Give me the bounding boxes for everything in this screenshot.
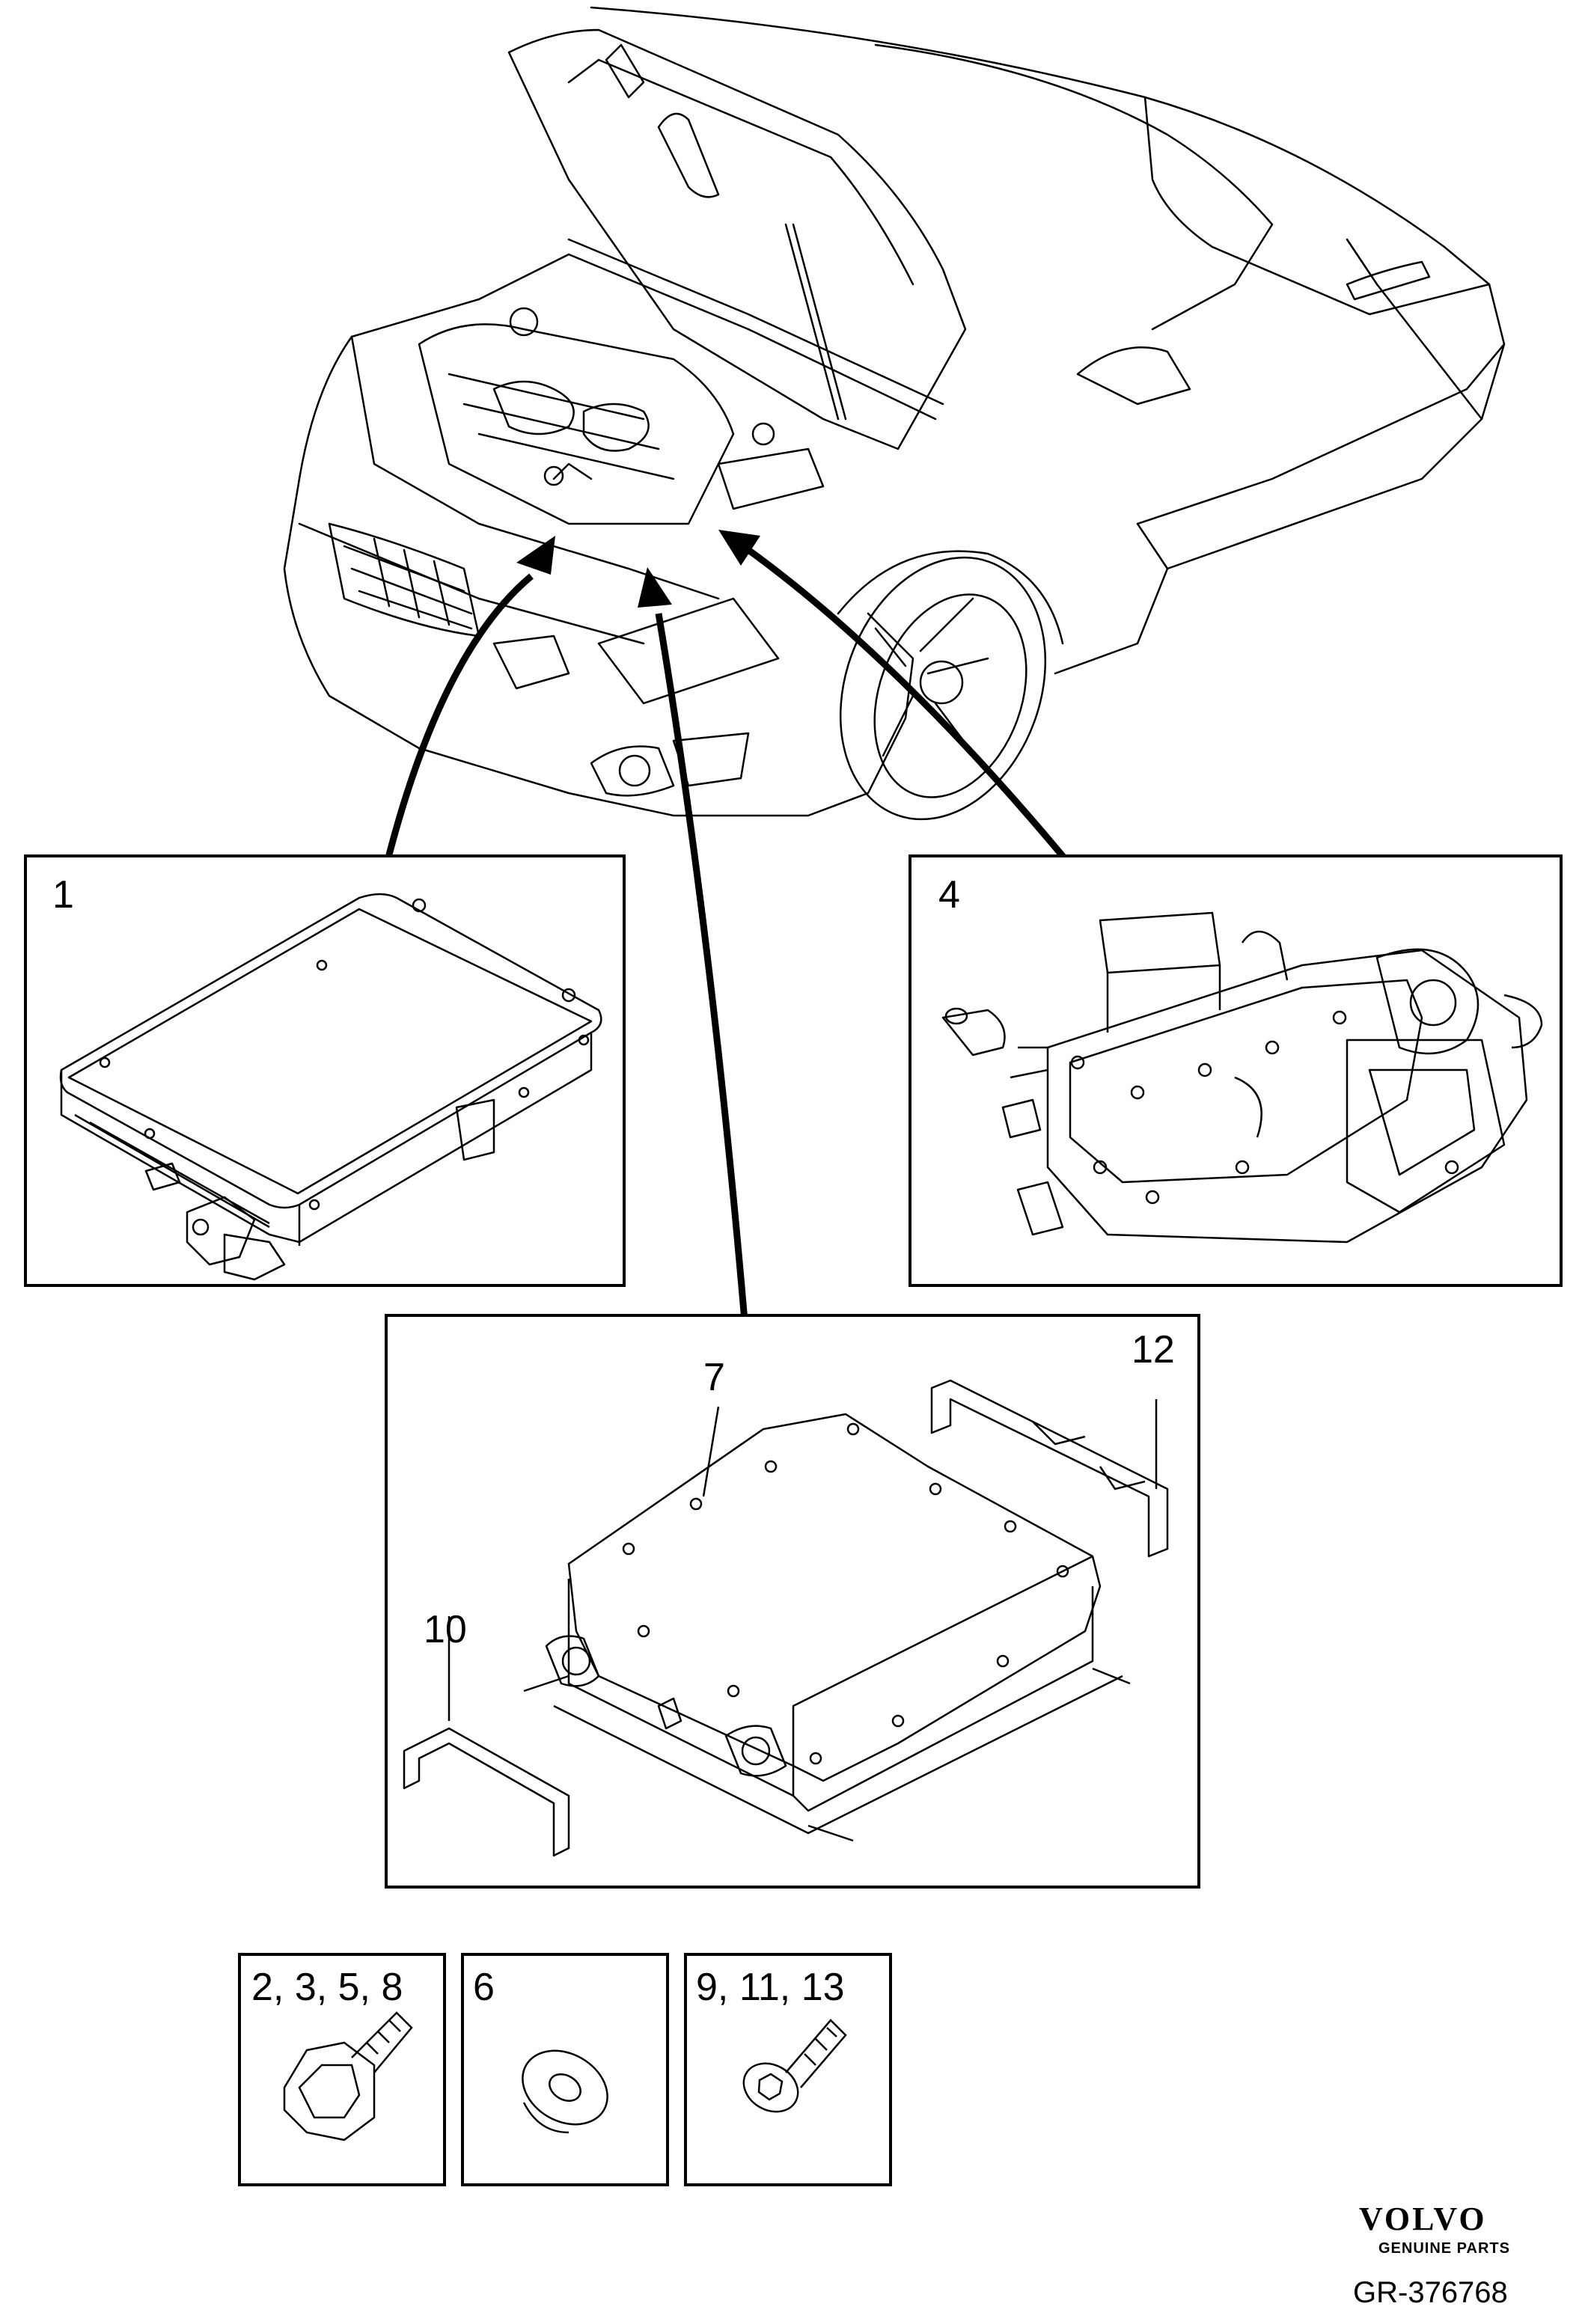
callout-part-7: 7 [703,1356,725,1399]
reference-number: GR-376768 [1353,2276,1508,2309]
arrows [384,530,1069,1321]
part-10-bracket [403,1616,570,1857]
callout-fasteners-a: 2, 3, 5, 8 [251,1966,403,2009]
panel-part-1 [24,854,626,1287]
panel-fasteners-a [238,1953,446,2186]
car-illustration [283,6,1506,821]
callout-part-12: 12 [1132,1328,1175,1372]
arrow-head-part-4 [718,530,760,566]
panel-fasteners-b [461,1953,669,2186]
callout-part-10: 10 [424,1608,467,1651]
flange-bolt-illustration [283,2011,413,2141]
part-4-illustration [941,911,1543,1244]
part-7-illustration [523,1406,1131,1842]
part-1-illustration [59,893,602,1281]
callout-part-1: 1 [52,873,74,917]
callout-part-4: 4 [938,873,960,917]
panel-part-7 [385,1314,1200,1889]
callout-fasteners-b: 6 [473,1966,495,2009]
arrow-head-part-1 [516,536,555,575]
arrow-head-part-7 [638,567,672,608]
volvo-logo: VOLVO [1359,2201,1487,2237]
torx-screw-illustration [742,2019,847,2113]
callout-fasteners-c: 9, 11, 13 [696,1966,845,2009]
genuine-parts-tagline: GENUINE PARTS [1378,2240,1510,2257]
part-12-bracket [930,1379,1169,1558]
panel-fasteners-c [684,1953,892,2186]
washer-illustration [522,2049,608,2134]
arrow-to-part-1 [384,573,534,862]
arrow-to-part-7 [655,613,748,1321]
arrow-to-part-4 [746,547,1069,863]
